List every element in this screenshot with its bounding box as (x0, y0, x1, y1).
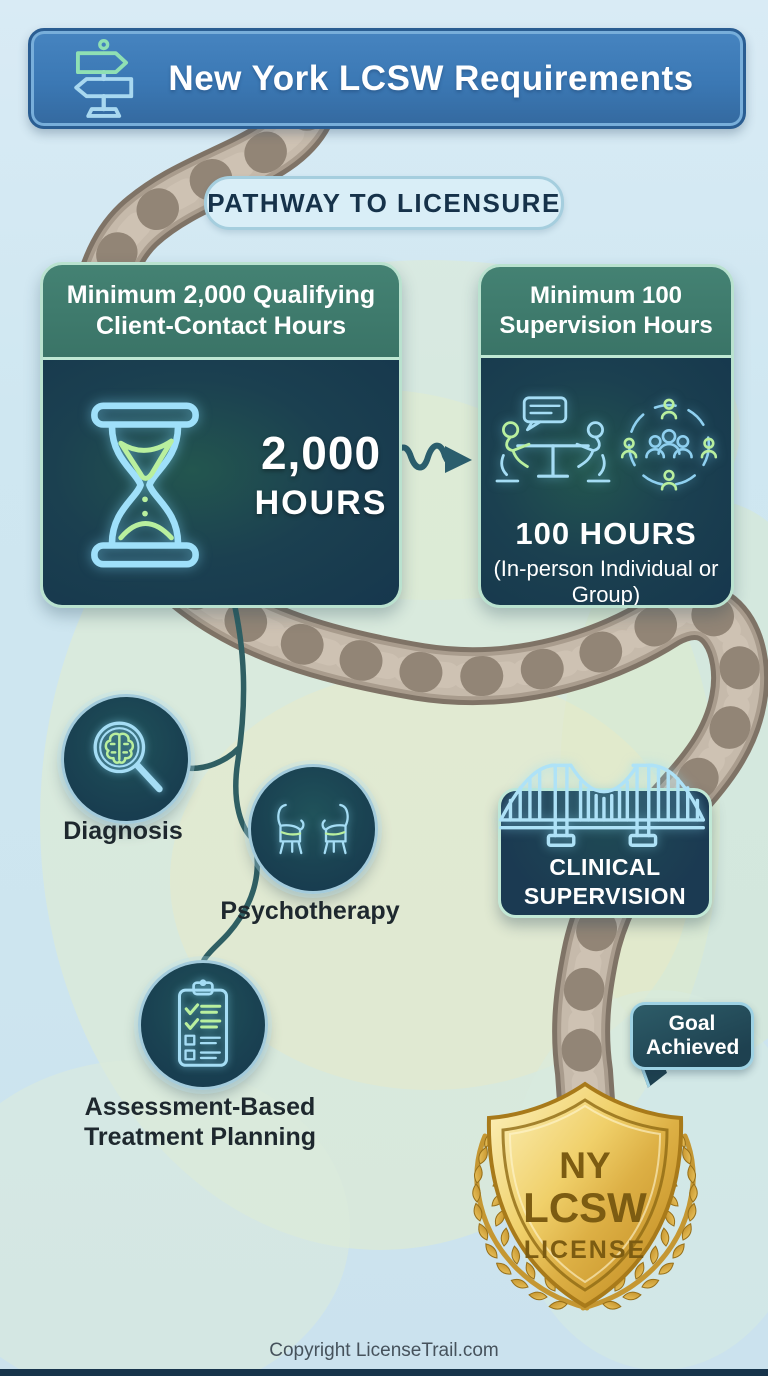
psychotherapy-circle (248, 764, 378, 894)
bridge-icon (499, 763, 705, 847)
shield-line-ny: NY (559, 1145, 611, 1186)
gold-shield-laurel-icon: NY LCSW LICENSE (472, 1081, 735, 1318)
supervision-hours-subtitle: (In-person Individual or Group) (493, 556, 719, 608)
license-shield: NY LCSW LICENSE (486, 1081, 684, 1309)
header-banner: New York LCSW Requirements (28, 28, 746, 129)
pathway-badge-label: PATHWAY TO LICENSURE (207, 187, 561, 218)
therapy-chairs-icon (277, 803, 349, 855)
diagnosis-label: Diagnosis (63, 817, 183, 845)
hourglass-icon (91, 402, 199, 568)
assessment-circle (138, 960, 268, 1090)
copyright-text: Copyright LicenseTrail.com (269, 1340, 499, 1361)
checklist-clipboard-icon (177, 979, 229, 1067)
supervision-hours-value: 100 HOURS (515, 516, 697, 551)
goal-achieved-bubble: Goal Achieved (630, 1002, 754, 1070)
supervision-card: Minimum 100 Supervision Hours (478, 264, 734, 608)
client-contact-body: 2,000 HOURS (43, 360, 399, 605)
shield-line-lcsw: LCSW (523, 1184, 647, 1231)
signpost-icon (74, 38, 134, 118)
supervision-body: 100 HOURS (In-person Individual or Group… (481, 358, 731, 605)
client-contact-card: Minimum 2,000 Qualifying Client-Contact … (40, 262, 402, 608)
client-contact-title: Minimum 2,000 Qualifying Client-Contact … (43, 265, 399, 360)
pathway-badge: PATHWAY TO LICENSURE (204, 176, 564, 230)
supervision-hours: 100 HOURS (In-person Individual or Group… (481, 516, 731, 608)
clinical-supervision-label: CLINICAL SUPERVISION (523, 854, 687, 909)
goal-achieved-label: Goal Achieved (646, 1011, 740, 1059)
brain-magnifier-icon (93, 721, 163, 793)
supervision-title: Minimum 100 Supervision Hours (481, 267, 731, 358)
client-contact-hours: 2,000 HOURS (231, 426, 399, 523)
laurel-wreath (472, 1130, 698, 1310)
supervision-meeting-icon (495, 396, 611, 483)
page-title: New York LCSW Requirements (168, 58, 694, 98)
bottom-bar (0, 1369, 768, 1376)
shield-line-license: LICENSE (524, 1236, 646, 1264)
assessment-label: Assessment-Based Treatment Planning (84, 1093, 316, 1151)
psychotherapy-label: Psychotherapy (220, 897, 400, 925)
hours-unit: HOURS (254, 484, 388, 522)
diagnosis-circle (61, 694, 191, 824)
hours-number: 2,000 (260, 427, 382, 479)
group-circle-icon (620, 398, 718, 491)
